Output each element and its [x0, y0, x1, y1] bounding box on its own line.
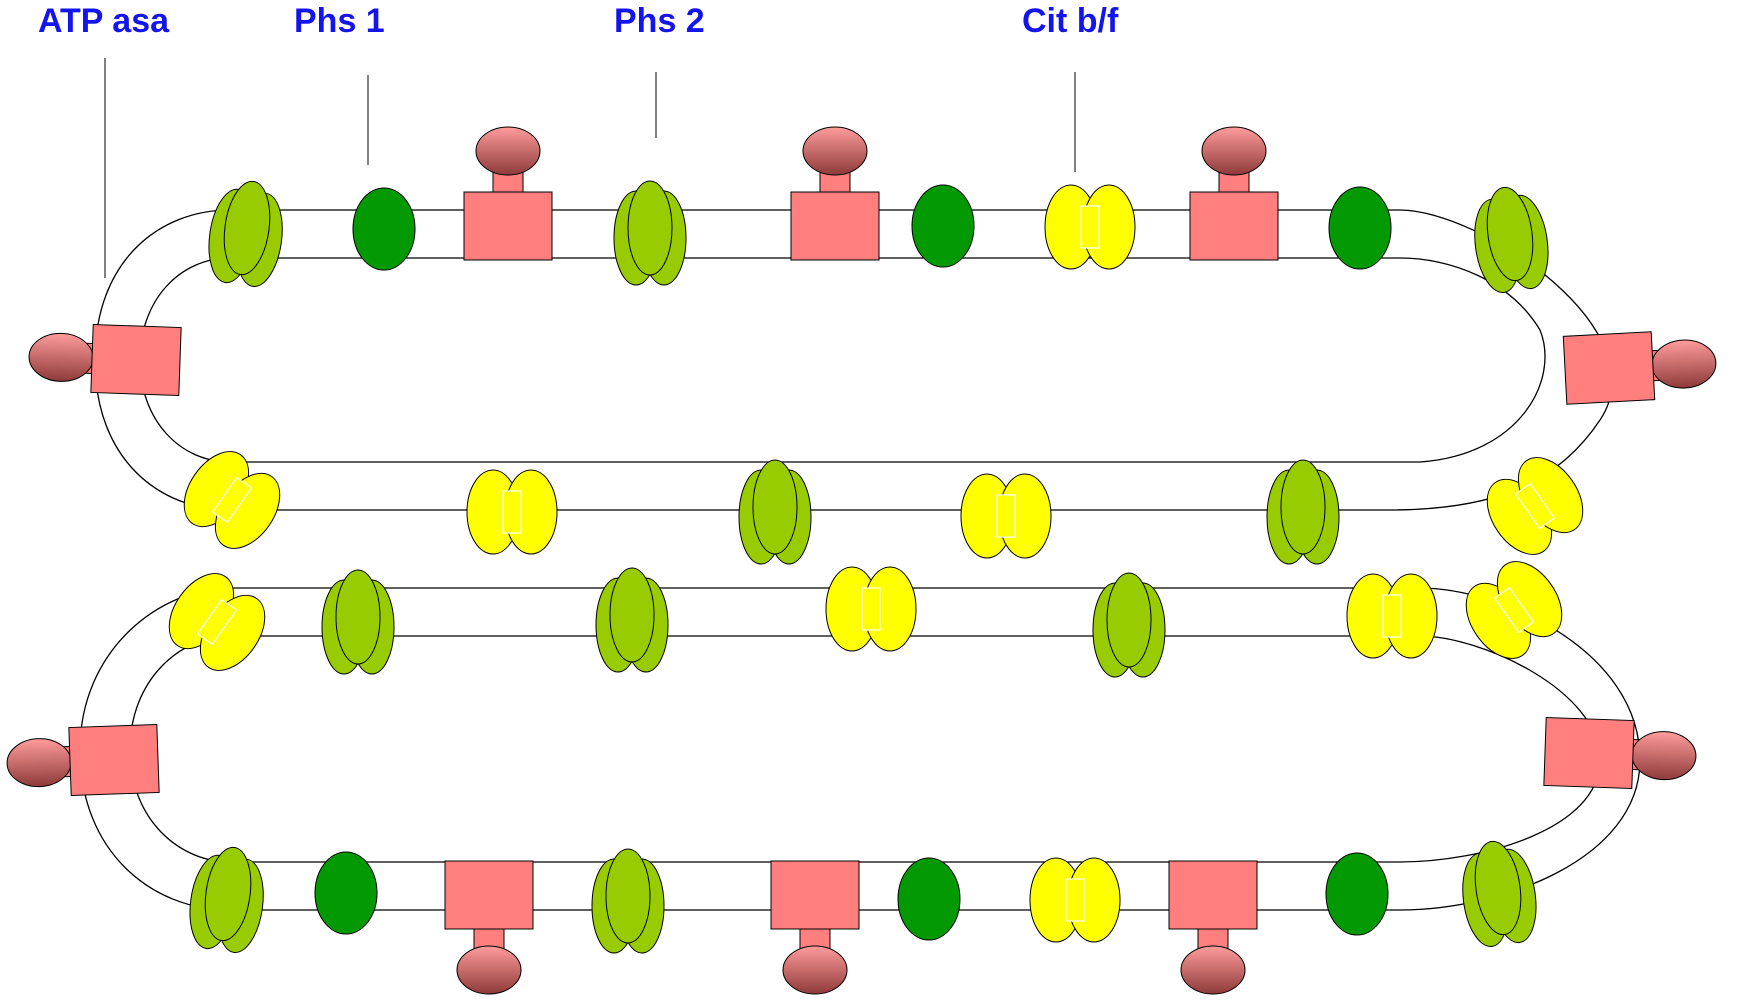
cytochrome-bf — [168, 573, 266, 671]
lower-thylakoid-inner — [129, 635, 1601, 863]
photosystem-1-label: Phs 1 — [294, 2, 385, 40]
atp-synthase-label: ATP asa — [38, 2, 170, 40]
atp-synthase — [1189, 126, 1279, 261]
atp-synthase — [790, 126, 880, 261]
membrane-proteins — [6, 126, 1717, 995]
lower-thylakoid-outer — [79, 587, 1641, 911]
photosystem-2 — [1266, 459, 1340, 565]
cytochrome-bf-label: Cit b/f — [1022, 2, 1119, 40]
photosystem-2 — [1462, 840, 1537, 947]
photosystem-1 — [314, 851, 378, 935]
photosystem-2 — [738, 459, 812, 565]
photosystem-2 — [1092, 572, 1166, 678]
cytochrome-bf — [1465, 561, 1563, 659]
atp-synthase — [1562, 331, 1717, 405]
atp-synthase — [770, 860, 860, 995]
photosystem-2 — [208, 180, 283, 287]
atp-synthase — [28, 323, 182, 397]
atp-synthase — [1543, 716, 1697, 790]
photosystem-1 — [352, 187, 416, 271]
cytochrome-bf — [1346, 573, 1438, 659]
atp-synthase — [1168, 860, 1258, 995]
cytochrome-bf — [1029, 857, 1121, 943]
photosystem-2-label: Phs 2 — [614, 2, 705, 40]
cytochrome-bf — [825, 566, 917, 652]
photosystem-1 — [1325, 852, 1389, 936]
cytochrome-bf — [183, 451, 281, 549]
label-leader-lines — [104, 58, 1076, 278]
photosystem-1 — [897, 857, 961, 941]
thylakoid-membranes — [79, 209, 1641, 911]
photosystem-2 — [321, 569, 395, 675]
atp-synthase — [444, 860, 534, 995]
photosystem-1 — [1328, 186, 1392, 270]
photosystem-2 — [1474, 186, 1549, 293]
upper-thylakoid-inner — [139, 257, 1546, 463]
atp-synthase — [6, 723, 160, 797]
atp-synthase — [463, 126, 553, 261]
photosystem-2 — [595, 567, 669, 673]
photosystem-2 — [591, 848, 665, 954]
cytochrome-bf — [960, 473, 1052, 559]
photosystem-2 — [189, 846, 264, 953]
photosystem-1 — [911, 184, 975, 268]
cytochrome-bf — [1486, 457, 1584, 555]
cytochrome-bf — [466, 469, 558, 555]
photosystem-2 — [613, 180, 687, 286]
upper-thylakoid-outer — [94, 209, 1613, 511]
cytochrome-bf — [1044, 184, 1136, 270]
